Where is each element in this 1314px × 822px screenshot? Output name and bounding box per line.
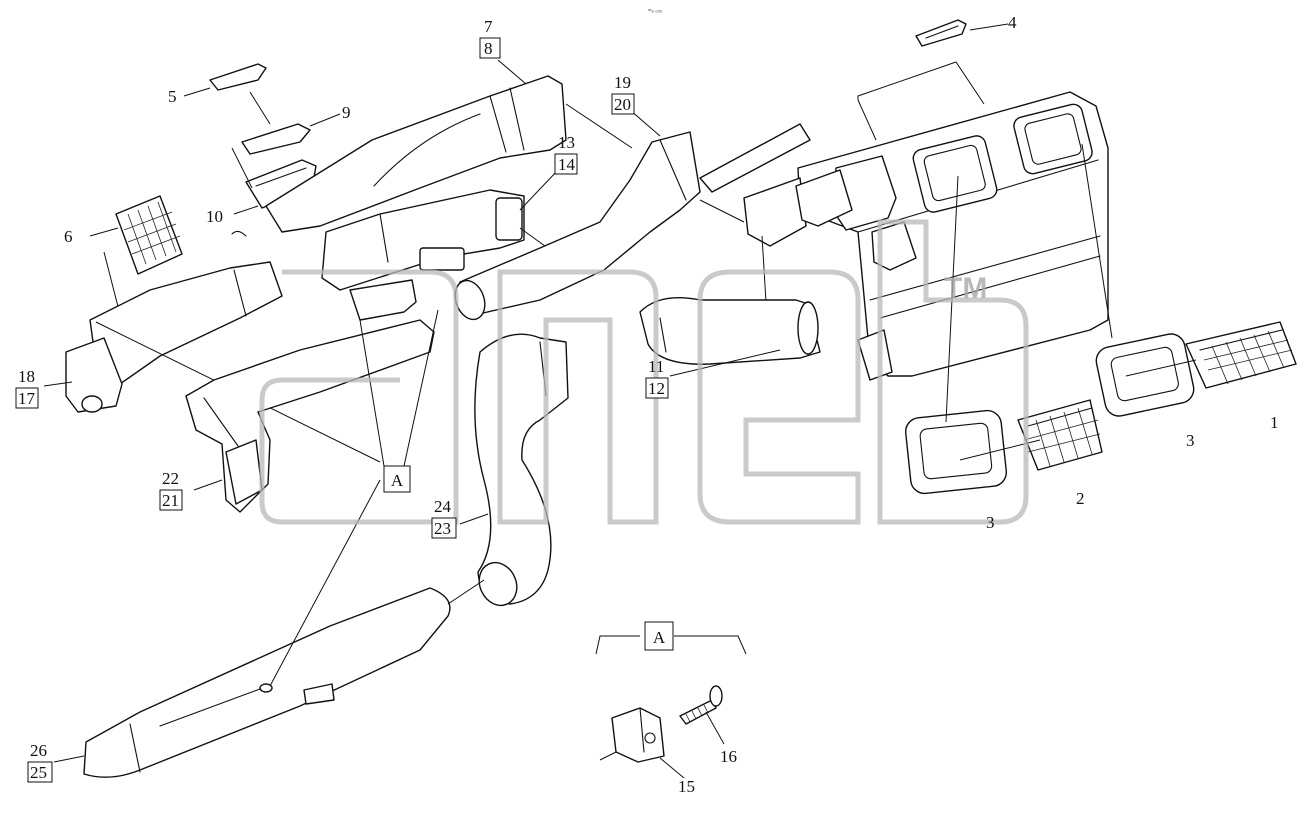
connecting-tube [699, 123, 811, 193]
callout-8: 8 [484, 39, 493, 58]
callout-12: 12 [648, 379, 665, 398]
screw-16 [679, 685, 723, 725]
vent-cap-9 [241, 123, 311, 155]
callout-labels: 1 2 3 3 4 5 6 7 8 9 10 11 12 13 14 15 16… [15, 13, 1279, 796]
vent-cap-4 [915, 19, 967, 47]
detail-view-A: A [595, 621, 747, 779]
callout-19: 19 [614, 73, 631, 92]
lower-duct-11-12 [639, 297, 821, 365]
callout-16: 16 [720, 747, 737, 766]
duct-junction [743, 169, 853, 247]
housing-bracket [857, 61, 985, 105]
vent-bezel-3-left [904, 409, 1008, 495]
callout-5: 5 [168, 87, 177, 106]
clip-15 [611, 707, 665, 763]
callout-2: 2 [1076, 489, 1085, 508]
rear-duct-24-23 [474, 333, 569, 607]
clip-10 [231, 230, 247, 237]
callout-3-left: 3 [986, 513, 995, 532]
view-A-leaders [269, 309, 439, 687]
view-A-marker [383, 465, 411, 493]
callout-11: 11 [648, 357, 664, 376]
callout-25: 25 [30, 763, 47, 782]
callout-6: 6 [64, 227, 73, 246]
air-vent-grille-2 [1017, 399, 1103, 471]
air-vent-grille-1 [1185, 321, 1297, 389]
callout-22: 22 [162, 469, 179, 488]
floor-duct-22-21 [185, 319, 435, 513]
view-A-marker-label: A [391, 471, 404, 490]
callout-9: 9 [342, 103, 351, 122]
side-duct-18-17 [65, 261, 283, 413]
watermark-trademark: TM [944, 272, 987, 305]
watermark-logo: TM [259, 219, 1029, 525]
sheet-code: =ₐ ₒₒₒ [648, 8, 663, 14]
callout-26: 26 [30, 741, 47, 760]
callout-3-right: 3 [1186, 431, 1195, 450]
callout-21: 21 [162, 491, 179, 510]
callout-14: 14 [558, 155, 576, 174]
vent-cap-5 [209, 63, 267, 91]
vent-bezel-3-right [1095, 333, 1195, 417]
callout-18: 18 [18, 367, 35, 386]
callout-24: 24 [434, 497, 452, 516]
callout-20: 20 [614, 95, 631, 114]
mounting-bracket-A [349, 279, 417, 321]
detail-view-A-title-box [644, 621, 674, 651]
rear-floor-duct-26-25 [83, 587, 451, 778]
instrument-panel-housing [797, 91, 1109, 381]
callout-1: 1 [1270, 413, 1279, 432]
callout-15: 15 [678, 777, 695, 796]
callout-13: 13 [558, 133, 575, 152]
callout-10: 10 [206, 207, 223, 226]
callout-7: 7 [484, 17, 493, 36]
detail-view-A-title: A [653, 628, 666, 647]
callout-23: 23 [434, 519, 451, 538]
callout-17: 17 [18, 389, 36, 408]
side-duct-13-14 [321, 189, 525, 291]
defrost-duct-7-8 [265, 75, 567, 233]
side-vent-grille-6 [115, 195, 183, 275]
callout-4: 4 [1008, 13, 1017, 32]
